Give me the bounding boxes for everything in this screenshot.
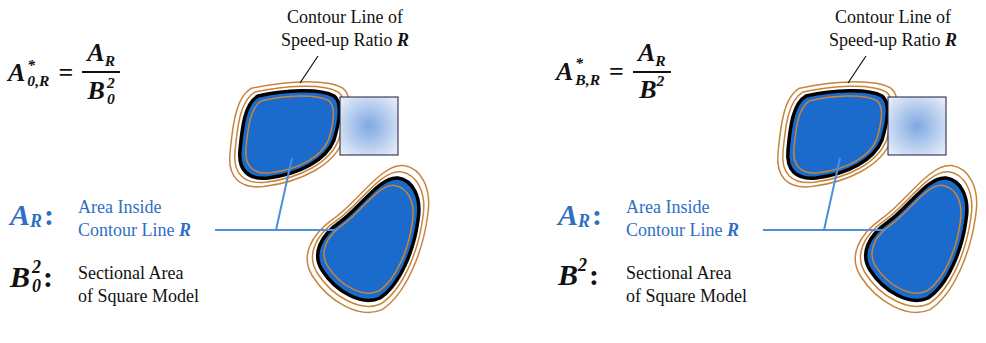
ratio-formula-text: 0,R bbox=[27, 73, 49, 89]
contour-label-text: Contour Line of Speed-up Ratio bbox=[281, 7, 403, 50]
section-symbol: B20: bbox=[10, 258, 53, 296]
area-description: Area Inside Contour LineR bbox=[626, 196, 751, 242]
area-symbol-text: R bbox=[578, 211, 590, 232]
section-description-text: Sectional Area of Square Model bbox=[78, 263, 199, 306]
area-description-text: Area Inside Contour Line bbox=[626, 197, 723, 240]
area-symbol-text: A bbox=[558, 198, 578, 232]
fraction-part: B20 bbox=[88, 73, 115, 108]
ratio-formula-text: B bbox=[639, 75, 656, 105]
contour-label-text: Contour Line of Speed-up Ratio bbox=[829, 7, 951, 50]
section-symbol-text: 2 bbox=[32, 258, 41, 277]
ratio-formula-text: 0 bbox=[107, 91, 115, 107]
section-description: Sectional Area of Square Model bbox=[78, 262, 218, 308]
ratio-formula-text: * bbox=[575, 55, 600, 71]
script-stack: 20 bbox=[107, 75, 115, 108]
area-symbol-text: : bbox=[44, 198, 54, 232]
area-description: Area Inside Contour LineR bbox=[78, 196, 203, 242]
area-symbol-text: R bbox=[30, 211, 42, 232]
script-stack: *0,R bbox=[27, 57, 49, 90]
area-symbol: AR: bbox=[558, 198, 602, 232]
contour-label-text: R bbox=[397, 30, 409, 50]
section-description-text: Sectional Area of Square Model bbox=[626, 263, 747, 306]
panel-illustration bbox=[215, 56, 429, 312]
inner-contour-line bbox=[246, 96, 334, 173]
ratio-formula: A*B,R=ARB2 bbox=[556, 38, 671, 105]
area-symbol-text: : bbox=[592, 198, 602, 232]
section-symbol-text: : bbox=[589, 258, 599, 292]
ratio-formula-text: A bbox=[556, 57, 573, 87]
area-description-text: Area Inside Contour Line bbox=[78, 197, 175, 240]
section-symbol-text: 0 bbox=[32, 277, 41, 296]
ratio-formula-text: B bbox=[88, 76, 105, 106]
inner-contour-line bbox=[324, 185, 413, 293]
contour-leader-line bbox=[300, 56, 318, 83]
ratio-formula: A*0,R=ARB20 bbox=[8, 38, 120, 108]
area-description-text: R bbox=[179, 220, 191, 240]
section-symbol-text: B bbox=[558, 258, 578, 292]
ratio-formula-text: = bbox=[609, 57, 624, 87]
area-symbol: AR: bbox=[10, 198, 54, 232]
fraction-part: B2 bbox=[639, 73, 664, 105]
area-description-text: R bbox=[727, 220, 739, 240]
ratio-formula-text: A bbox=[87, 38, 104, 68]
outer-contour-line bbox=[312, 172, 423, 307]
fraction: ARB20 bbox=[82, 38, 120, 108]
square-model bbox=[340, 97, 398, 155]
area-symbol-text: A bbox=[10, 198, 30, 232]
ratio-formula-text: * bbox=[27, 57, 49, 73]
section-description: Sectional Area of Square Model bbox=[626, 262, 766, 308]
fraction-part: AR bbox=[82, 38, 120, 73]
ratio-formula-text: A bbox=[8, 58, 25, 88]
area-region bbox=[318, 178, 419, 300]
area-leader-line bbox=[276, 158, 292, 230]
contour-label: Contour Line of Speed-up RatioR bbox=[818, 6, 968, 52]
ratio-formula-text: R bbox=[105, 52, 115, 70]
section-symbol-text: B bbox=[10, 260, 30, 294]
section-symbol: B2: bbox=[558, 258, 599, 292]
fraction: ARB2 bbox=[633, 38, 671, 105]
ratio-formula-text: 2 bbox=[107, 75, 115, 91]
ratio-formula-text: 2 bbox=[657, 72, 665, 90]
fraction-part: AR bbox=[633, 38, 671, 73]
outer-contour-line bbox=[307, 165, 428, 312]
ratio-formula-text: B,R bbox=[575, 72, 600, 88]
section-symbol-text: : bbox=[43, 260, 53, 294]
script-stack: 20 bbox=[32, 258, 41, 296]
ratio-formula-text: A bbox=[638, 38, 655, 68]
ratio-formula-text: R bbox=[655, 52, 665, 70]
panel-illustration-copy bbox=[763, 56, 977, 312]
section-symbol-text: 2 bbox=[578, 255, 587, 276]
contour-label-text: R bbox=[945, 30, 957, 50]
script-stack: *B,R bbox=[575, 55, 600, 88]
contour-label: Contour Line of Speed-up RatioR bbox=[270, 6, 420, 52]
ratio-formula-text: = bbox=[58, 58, 73, 88]
